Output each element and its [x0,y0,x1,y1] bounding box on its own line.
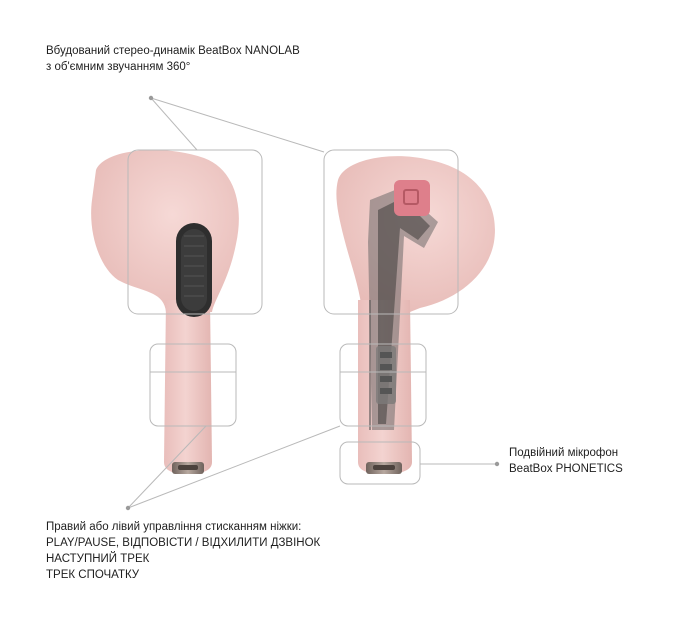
control-caption-title: Правий або лівий управління стисканням н… [46,521,302,533]
control-caption-item: НАСТУПНИЙ ТРЕК [46,553,150,565]
callout-boxes [127,149,459,485]
control-caption-item: ТРЕК СПОЧАТКУ [46,569,140,581]
right-stem-callout-box [339,343,427,427]
left-speaker-callout-box [127,149,263,315]
left-earbud [91,149,239,474]
left-stem-callout-box [149,343,237,427]
callout-dots [125,95,500,511]
microphone-caption-line1: Подвійний мікрофон [509,447,619,459]
internal-circuit-icon [368,180,438,430]
speaker-caption-line1: Вбудований стерео-динамік BeatBox NANOLA… [46,45,300,57]
right-microphone-tip-icon [366,462,402,474]
control-caption-item: PLAY/PAUSE, ВІДПОВІСТИ / ВІДХИЛИТИ ДЗВІН… [46,537,321,549]
right-earbud [336,156,495,474]
left-microphone-tip-icon [172,462,204,474]
control-caption: Правий або лівий управління стисканням н… [46,519,320,583]
speaker-grille-icon [176,223,212,317]
callout-lines [127,97,497,509]
mic-callout-box [339,441,421,485]
microphone-caption: Подвійний мікрофон BeatBox PHONETICS [509,445,623,477]
speaker-caption: Вбудований стерео-динамік BeatBox NANOLA… [46,43,300,75]
right-speaker-callout-box [323,149,459,315]
speaker-caption-line2: з об'ємним звучанням 360° [46,61,191,73]
microphone-caption-line2: BeatBox PHONETICS [509,463,623,475]
